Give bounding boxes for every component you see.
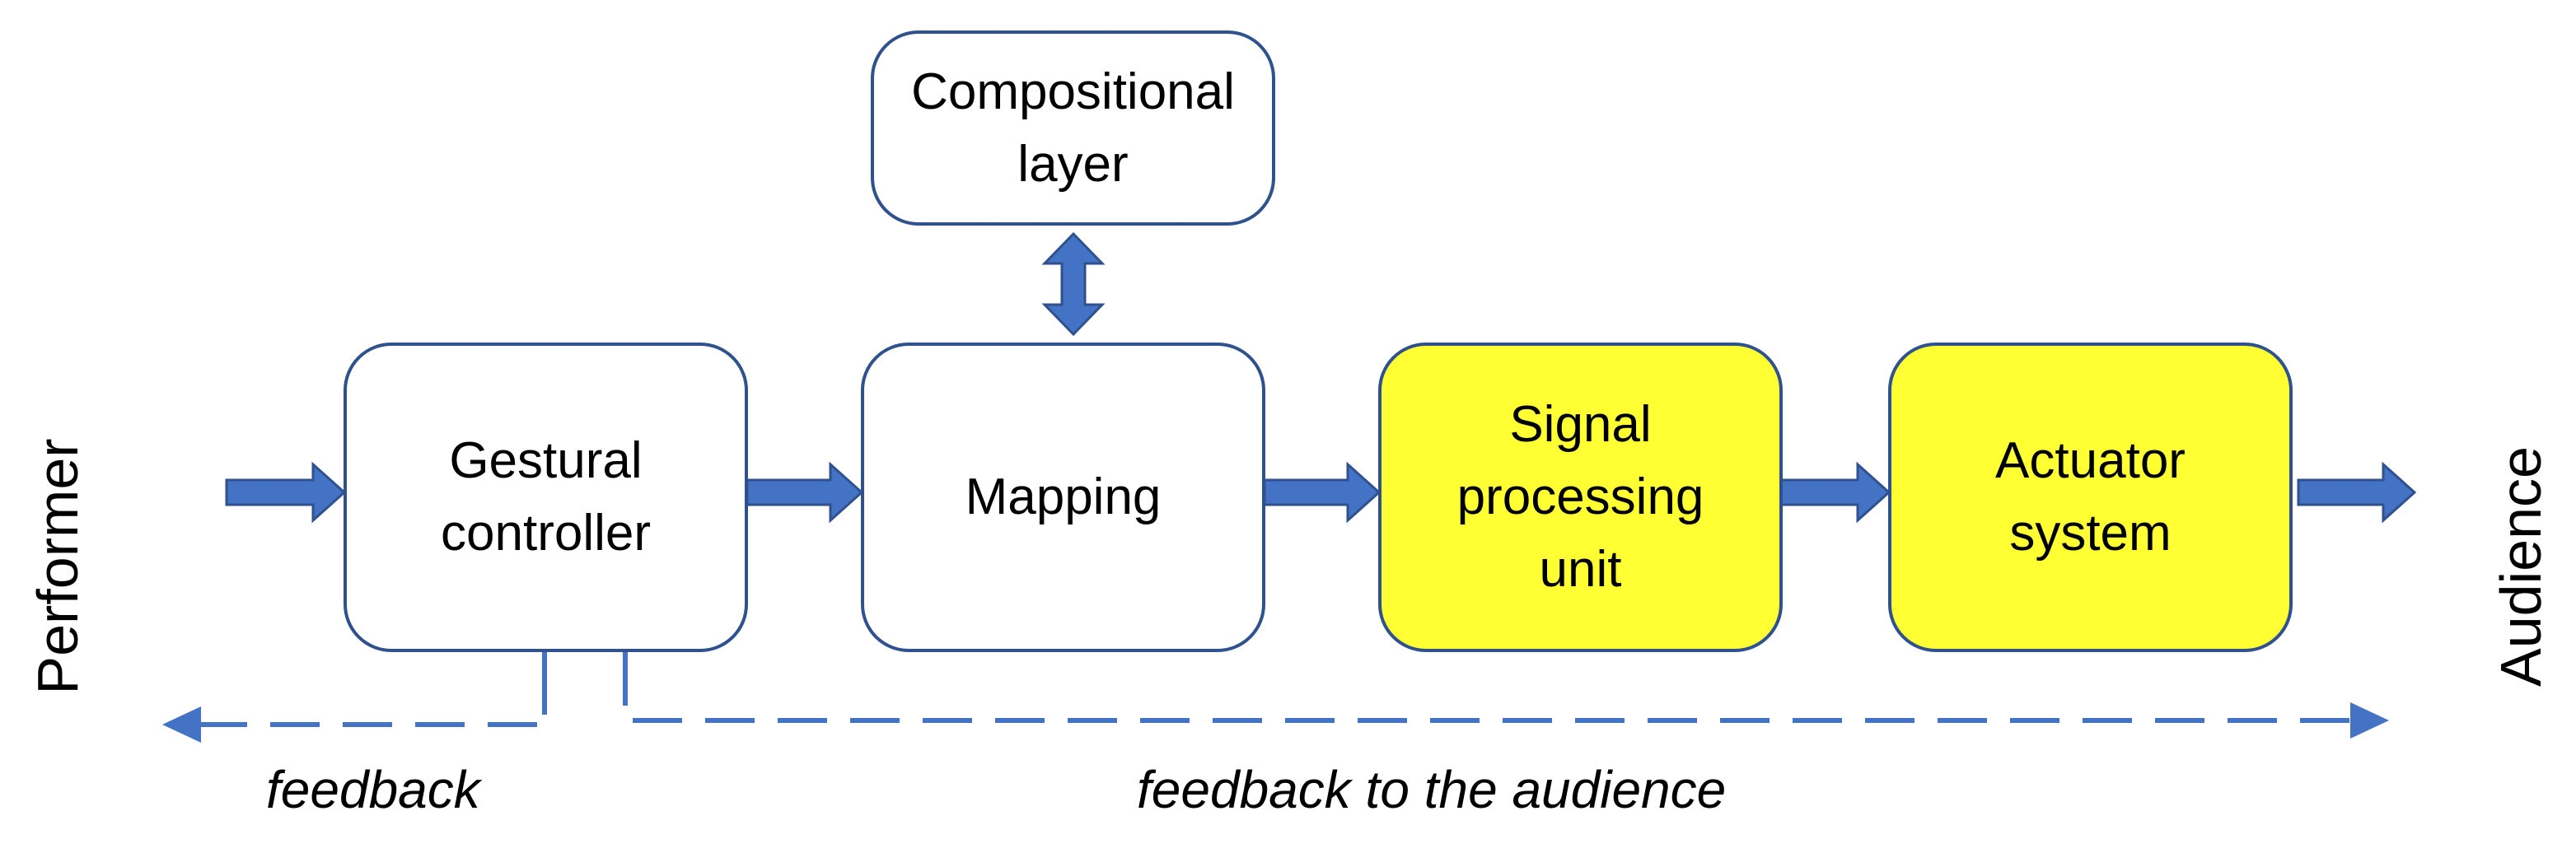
compositional-layer-label: Compositional layer	[911, 63, 1235, 193]
performer-label: Performer	[26, 438, 90, 695]
signal-processing-unit-block: Signal processing unit	[1378, 343, 1783, 652]
mapping-label: Mapping	[965, 468, 1162, 525]
gestural-controller-label: Gestural controller	[441, 432, 651, 562]
arrow-gestural-to-mapping	[746, 461, 864, 524]
feedback-arrowhead-right	[2350, 702, 2389, 739]
feedback-to-audience-label: feedback to the audience	[1137, 760, 1727, 819]
audience-label: Audience	[2489, 446, 2553, 687]
compositional-layer-block: Compositional layer	[871, 30, 1275, 226]
arrow-mapping-to-signal	[1263, 461, 1382, 524]
feedback-label: feedback	[266, 760, 480, 819]
arrow-signal-to-actuator	[1773, 461, 1891, 524]
input-arrow	[225, 461, 347, 524]
gestural-controller-block: Gestural controller	[344, 343, 748, 652]
feedback-arrowhead-left	[162, 706, 201, 743]
bidirectional-arrow-mapping-compositional	[1041, 231, 1106, 337]
actuator-system-label: Actuator system	[1995, 432, 2186, 562]
signal-processing-unit-label: Signal processing unit	[1456, 396, 1704, 598]
actuator-system-block: Actuator system	[1888, 343, 2293, 652]
mapping-block: Mapping	[861, 343, 1265, 652]
output-arrow	[2297, 461, 2417, 524]
